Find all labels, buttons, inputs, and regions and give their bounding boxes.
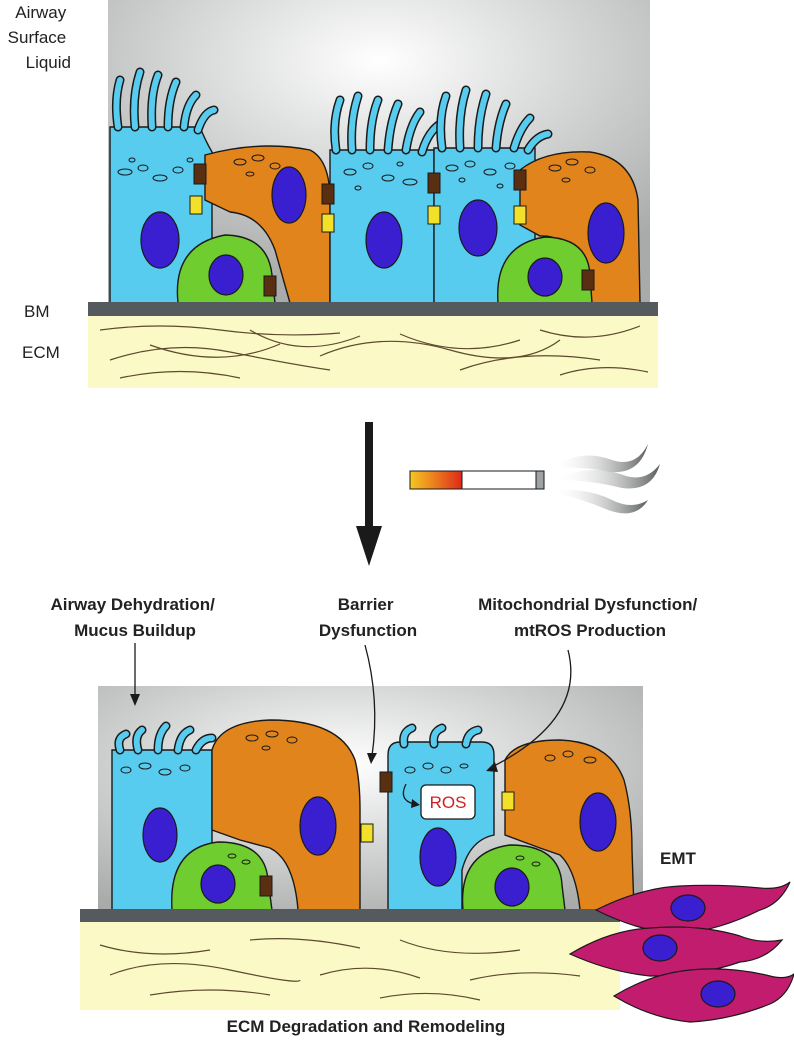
airway-surface-liquid-label: Airway Surface Liquid <box>8 3 71 72</box>
nucleus <box>642 934 678 962</box>
mitochondria <box>120 762 191 776</box>
nucleus <box>365 211 403 269</box>
mitochondria <box>227 853 251 865</box>
nucleus <box>140 211 180 269</box>
mitochondria <box>245 730 298 751</box>
ros-label: ROS <box>430 793 467 812</box>
extracellular-matrix <box>80 922 620 1010</box>
transition-arrow <box>356 422 382 566</box>
ecm-label: ECM <box>22 343 60 362</box>
mitochondria <box>548 158 596 183</box>
nucleus <box>200 864 236 904</box>
basement-membrane <box>88 302 658 316</box>
basement-membrane <box>80 909 620 922</box>
extracellular-matrix <box>88 316 658 388</box>
ecm-fibers <box>99 325 649 379</box>
nucleus <box>271 166 307 224</box>
nucleus <box>208 254 244 296</box>
nucleus <box>527 257 563 297</box>
cigarette-icon <box>409 470 545 490</box>
ciliated-cell-damaged <box>387 741 495 911</box>
damaged-epithelium-panel: ROS <box>80 686 643 1010</box>
tight-junctions <box>193 163 595 297</box>
cilia <box>436 85 553 155</box>
nucleus <box>494 867 530 907</box>
nucleus <box>700 980 736 1008</box>
emt-label: EMT <box>660 849 697 868</box>
annotation-arrows <box>134 643 572 769</box>
smoke-icon <box>552 444 660 514</box>
short-cilia <box>399 723 483 749</box>
tight-junctions <box>259 771 393 897</box>
mitochondria <box>343 161 418 191</box>
dehydration-label: Airway Dehydration/ Mucus Buildup <box>50 595 219 640</box>
mitochondria <box>445 160 516 189</box>
nucleus <box>587 202 625 264</box>
nucleus <box>579 792 617 852</box>
mesenchymal-cells <box>568 881 794 1023</box>
mitochondria <box>117 157 194 182</box>
nucleus <box>299 796 337 856</box>
mitochondrial-dysfunction-label: Mitochondrial Dysfunction/ mtROS Product… <box>478 595 702 640</box>
mitochondria <box>515 855 541 867</box>
healthy-epithelium-panel <box>88 0 658 388</box>
nucleus <box>458 199 498 257</box>
mitochondria <box>544 750 597 764</box>
adherens-junctions <box>360 791 515 843</box>
nucleus <box>142 807 178 863</box>
mitochondria <box>233 154 281 177</box>
nucleus <box>419 827 457 887</box>
mitochondria <box>404 762 469 774</box>
bm-label: BM <box>24 302 50 321</box>
ecm-fibers <box>99 938 581 1001</box>
barrier-dysfunction-label: Barrier Dysfunction <box>319 595 417 640</box>
secretory-cell <box>504 739 635 911</box>
nucleus <box>670 894 706 922</box>
short-cilia <box>114 721 217 755</box>
cilia <box>111 67 219 135</box>
arrowheads <box>130 694 498 772</box>
secretory-cell <box>211 719 361 911</box>
ros-box <box>420 784 476 820</box>
ecm-degradation-label: ECM Degradation and Remodeling <box>227 1017 506 1036</box>
adherens-junctions <box>189 195 527 233</box>
